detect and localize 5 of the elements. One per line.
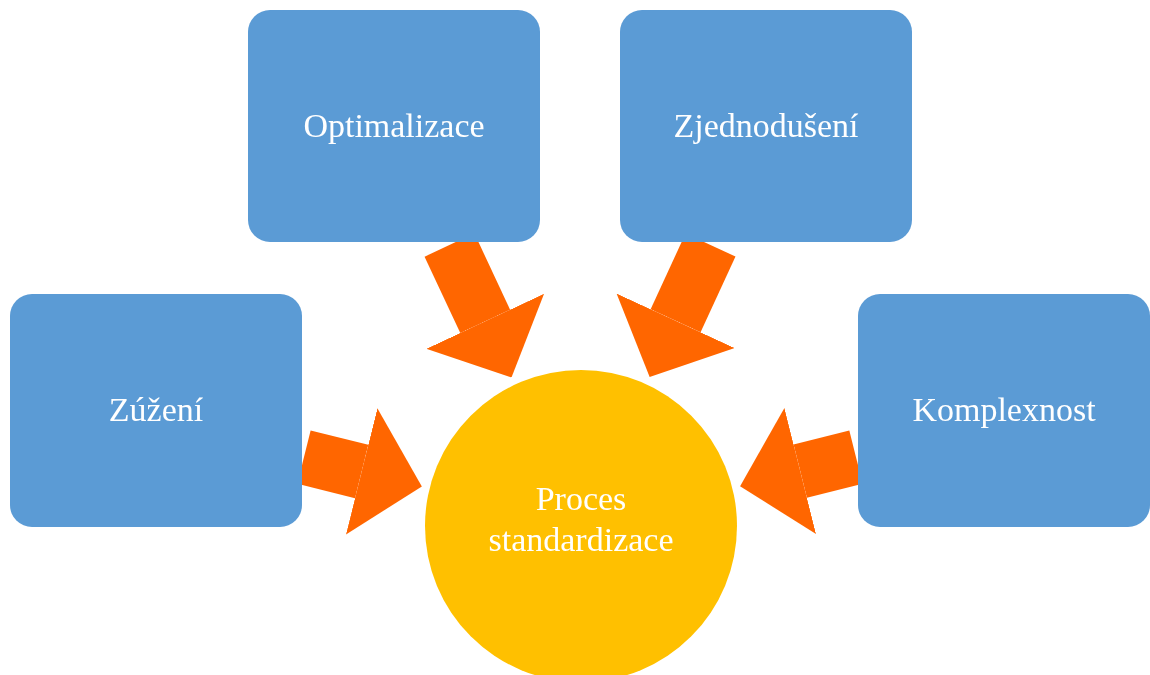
process-box: Optimalizace <box>248 10 540 242</box>
process-box: Zjednodušení <box>620 10 912 242</box>
process-box: Zúžení <box>10 294 302 527</box>
process-box: Komplexnost <box>858 294 1150 527</box>
result-circle: Proces standardizace <box>425 370 737 675</box>
